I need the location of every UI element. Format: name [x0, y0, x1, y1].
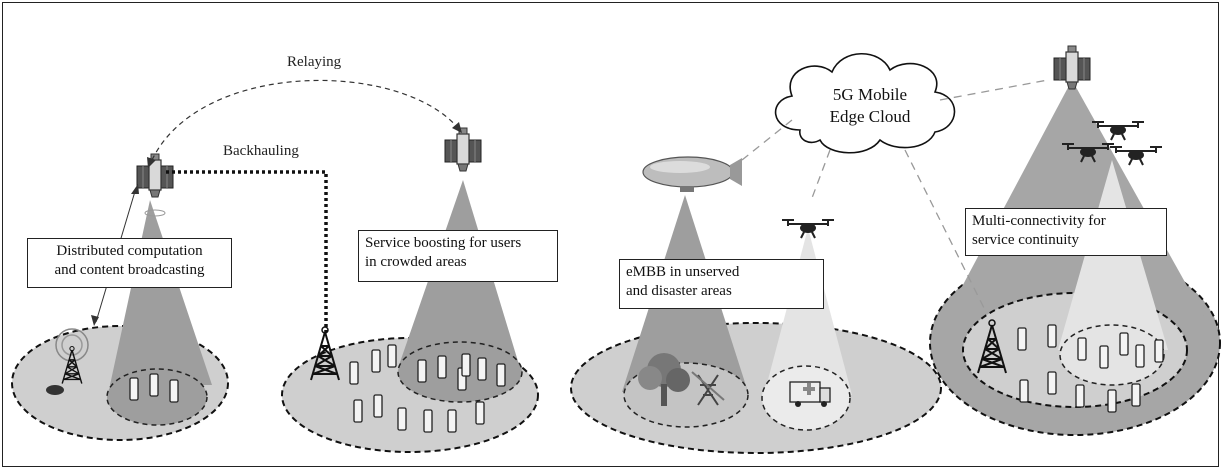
phone-icon — [1107, 389, 1117, 413]
phone-icon — [373, 394, 383, 418]
label-box-embb: eMBB in unserved and disaster areas — [619, 259, 824, 309]
phone-icon — [496, 363, 506, 387]
beam-1 — [110, 200, 212, 385]
phone-icon — [397, 407, 407, 431]
phone-icon — [1047, 324, 1057, 348]
box-line: Distributed computation — [56, 243, 203, 259]
scene-3-embb — [570, 156, 942, 454]
phone-icon — [353, 399, 363, 423]
phone-icon — [349, 361, 359, 385]
ambulance-icon — [789, 381, 831, 407]
edge-cloud-line2: Edge Cloud — [829, 107, 911, 126]
box-line: and disaster areas — [626, 283, 732, 299]
scene-2-service-boosting — [281, 127, 539, 453]
relaying-arrow — [151, 79, 459, 161]
damaged-tower-icon — [691, 371, 725, 406]
label-box-service-boosting: Service boosting for users in crowded ar… — [358, 230, 558, 282]
phone-icon — [371, 349, 381, 373]
edge-cloud-icon — [774, 52, 956, 154]
phone-icon — [1077, 337, 1087, 361]
scene-1-distributed — [11, 153, 229, 441]
satellite-icon — [1053, 45, 1091, 90]
airship-icon — [642, 156, 742, 192]
relaying-label: Relaying — [287, 54, 342, 70]
phone-icon — [1135, 344, 1145, 368]
box-line: and content broadcasting — [54, 262, 205, 278]
phone-icon — [169, 379, 179, 403]
phone-icon — [1131, 383, 1141, 407]
satellite-icon — [444, 127, 482, 172]
phone-icon — [1047, 371, 1057, 395]
phone-icon — [417, 359, 427, 383]
box-line: Service boosting for users — [365, 235, 522, 251]
phone-icon — [1119, 332, 1129, 356]
phone-icon — [475, 401, 485, 425]
focus-area-6 — [1059, 324, 1165, 386]
phone-icon — [477, 357, 487, 381]
box-line: in crowded areas — [365, 254, 467, 270]
phone-icon — [447, 409, 457, 433]
edge-cloud-label: 5G Mobile Edge Cloud — [810, 84, 930, 128]
phone-icon — [461, 353, 471, 377]
phone-icon — [1075, 384, 1085, 408]
phone-icon — [1017, 327, 1027, 351]
phone-icon — [149, 373, 159, 397]
edge-cloud-line1: 5G Mobile — [832, 85, 908, 104]
phone-icon — [1019, 379, 1029, 403]
phone-icon — [437, 355, 447, 379]
phone-icon — [387, 344, 397, 368]
box-line: eMBB in unserved — [626, 264, 740, 280]
phone-icon — [1099, 345, 1109, 369]
cloud-links — [731, 79, 1049, 311]
beam-4 — [764, 228, 852, 395]
tree-icon — [638, 353, 690, 406]
label-box-multiconnectivity: Multi-connectivity for service continuit… — [965, 208, 1167, 256]
box-line: service continuity — [972, 232, 1080, 248]
phone-icon — [423, 409, 433, 433]
backhauling-link — [166, 170, 328, 332]
label-box-distributed: Distributed computation and content broa… — [27, 238, 232, 288]
phone-icon — [1154, 339, 1164, 363]
backhauling-label: Backhauling — [223, 143, 299, 159]
phone-icon — [129, 377, 139, 401]
box-line: Multi-connectivity for — [972, 213, 1106, 229]
ground-station-icon — [46, 328, 89, 395]
